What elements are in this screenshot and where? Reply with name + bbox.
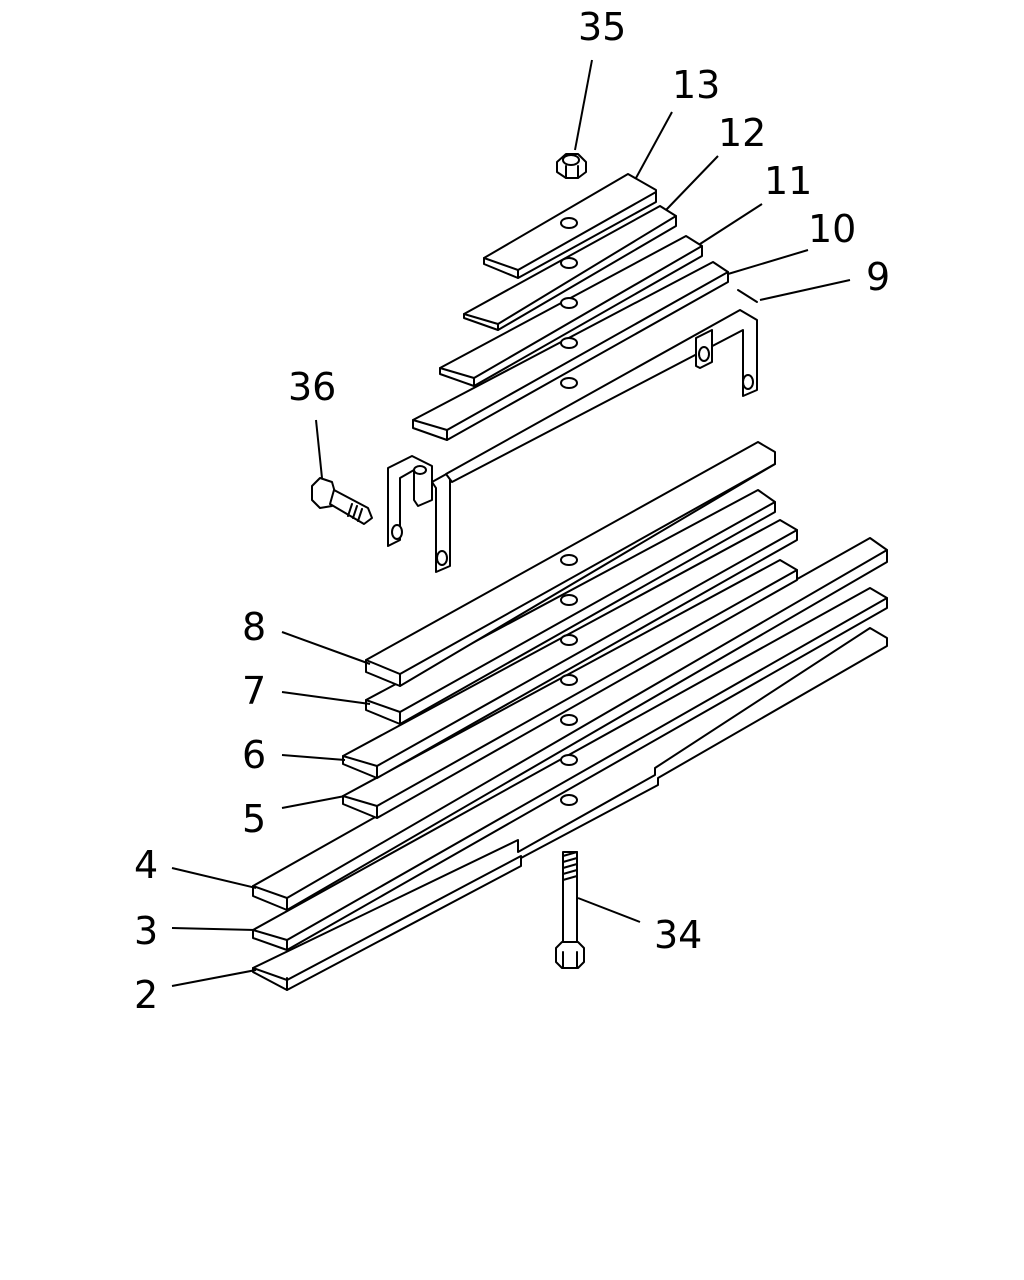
hole: [560, 297, 578, 309]
nut-35: [556, 153, 587, 179]
leaf-13: [483, 173, 657, 279]
hole: [560, 377, 578, 389]
bolt-36: [311, 477, 373, 525]
callout-10: 10: [808, 207, 856, 251]
leaf-8: [365, 441, 776, 687]
bolt-34: [555, 851, 585, 969]
hole: [560, 594, 578, 606]
hole: [562, 154, 580, 166]
leaf-6: [342, 519, 798, 779]
bracket-9: [387, 289, 758, 573]
callout-2: 2: [134, 973, 158, 1017]
leaf-10: [412, 261, 729, 441]
leaf-3: [252, 587, 888, 951]
leaf-5: [342, 559, 798, 819]
leaf-7: [365, 489, 776, 725]
hole: [560, 754, 578, 766]
callout-11: 11: [764, 159, 812, 203]
callout-4: 4: [134, 843, 158, 887]
callout-9: 9: [866, 255, 890, 299]
hole: [560, 257, 578, 269]
callout-8: 8: [242, 605, 266, 649]
callout-34: 34: [654, 913, 702, 957]
callout-35: 35: [578, 5, 626, 49]
callout-5: 5: [242, 797, 266, 841]
hole: [391, 524, 403, 540]
hole: [413, 465, 427, 475]
callout-6: 6: [242, 733, 266, 777]
callout-13: 13: [672, 63, 720, 107]
hole: [560, 714, 578, 726]
callout-12: 12: [718, 111, 766, 155]
hole: [560, 337, 578, 349]
callout-36: 36: [288, 365, 336, 409]
hole: [560, 634, 578, 646]
hole: [560, 554, 578, 566]
leader-lines: [171, 59, 851, 987]
leaf-12: [463, 205, 677, 331]
hole: [560, 794, 578, 806]
callout-3: 3: [134, 909, 158, 953]
hole: [560, 674, 578, 686]
leaf-11: [439, 235, 703, 387]
hole: [436, 550, 448, 566]
hole: [698, 346, 710, 362]
leaf-2: [252, 627, 888, 991]
hole: [560, 217, 578, 229]
hole: [742, 374, 754, 390]
callout-7: 7: [242, 669, 266, 713]
